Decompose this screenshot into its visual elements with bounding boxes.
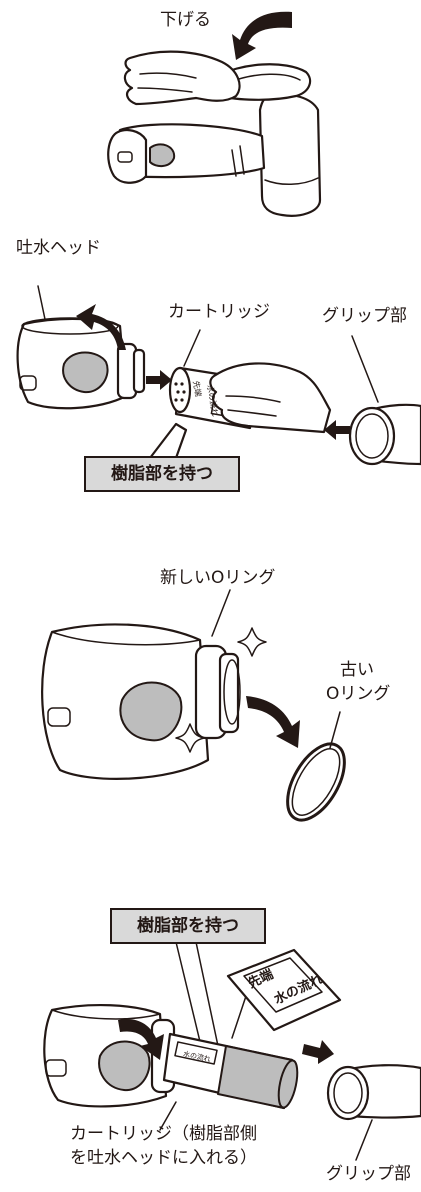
cartridge (162, 1032, 299, 1110)
cartridge-tag-enlarged (226, 948, 342, 1032)
lower-arrow-icon (232, 11, 292, 60)
rotate-arrow-icon (118, 1018, 164, 1060)
insert-caption-line1: カートリッジ（樹脂部側 (70, 1124, 257, 1144)
spout-handle (62, 351, 109, 394)
hold-resin-callout: 樹脂部を持つ (110, 908, 266, 944)
grip-part-label: グリップ部 (326, 1164, 411, 1184)
grip-arrow-icon (324, 420, 350, 440)
spout-handle (98, 1040, 151, 1092)
old-oring-label-line2: Oリング (326, 684, 391, 704)
spout-head-label: 吐水ヘッド (16, 238, 101, 258)
sparkle-icon (175, 723, 205, 753)
faucet-illustration (107, 11, 322, 217)
lower-label: 下げる (160, 10, 211, 30)
old-oring-label-line1: 古い (340, 660, 374, 680)
remove-arrow-icon (246, 696, 300, 748)
new-oring-label: 新しいOリング (160, 568, 276, 588)
cartridge-removal-illustration (16, 285, 421, 466)
insert-arrow-icon (146, 370, 172, 390)
grip-part-label: グリップ部 (322, 306, 407, 326)
oring-replacement-illustration (41, 589, 346, 822)
insert-caption-line2: を吐水ヘッドに入れる） (70, 1148, 257, 1168)
sparkle-icon (237, 627, 267, 657)
hand (123, 50, 241, 106)
hand (209, 362, 332, 434)
cartridge-label: カートリッジ (168, 302, 270, 322)
faucet-body (258, 93, 322, 217)
rotate-arrow-icon (76, 304, 126, 350)
slide-arrow-icon (302, 1040, 334, 1064)
hold-resin-callout: 樹脂部を持つ (84, 456, 240, 492)
old-oring (286, 742, 346, 822)
spout-handle (119, 681, 183, 742)
